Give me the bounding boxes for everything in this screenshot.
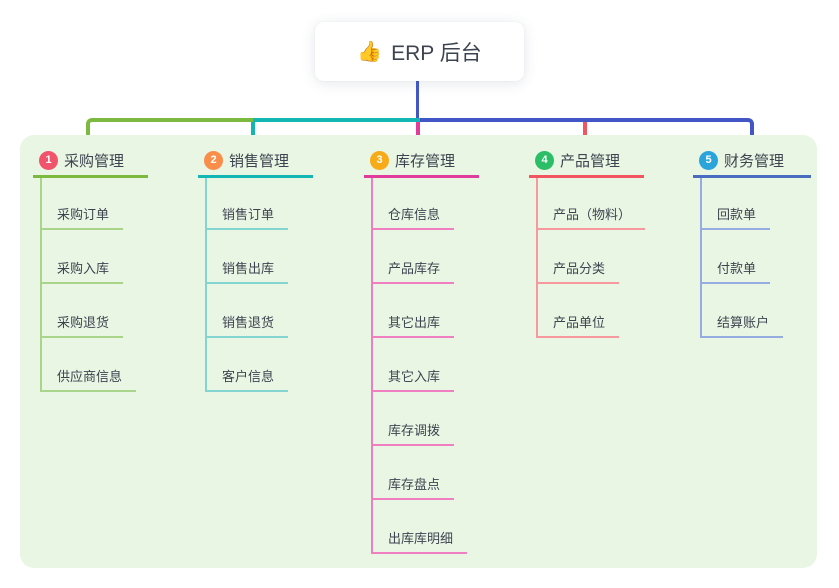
branch-label: 采购管理 [64, 152, 125, 170]
mindmap-item[interactable]: 销售订单 [205, 198, 289, 230]
branch-label: 库存管理 [395, 152, 456, 170]
branch-purchase-management: 1 采购管理 采购订单 采购入库 采购退货 供应商信息 [33, 145, 148, 392]
thumbs-up-icon: 👍 [357, 41, 383, 63]
branch-number-badge: 4 [535, 150, 554, 170]
branch-node-purchase[interactable]: 1 采购管理 [33, 145, 148, 178]
branch-node-sales[interactable]: 2 销售管理 [198, 145, 313, 178]
branch-connector-line [700, 178, 702, 338]
mindmap-item[interactable]: 产品单位 [536, 306, 620, 338]
mindmap-item[interactable]: 其它入库 [371, 360, 455, 392]
mindmap-item[interactable]: 产品分类 [536, 252, 620, 284]
branch-label: 产品管理 [560, 152, 621, 170]
mindmap-item[interactable]: 回款单 [700, 198, 771, 230]
branch-number-badge: 1 [39, 150, 58, 170]
mindmap-item[interactable]: 产品（物料） [536, 198, 646, 230]
branch-finance-management: 5 财务管理 回款单 付款单 结算账户 [693, 145, 811, 338]
branch-product-management: 4 产品管理 产品（物料） 产品分类 产品单位 [529, 145, 646, 338]
mindmap-item[interactable]: 出库库明细 [371, 522, 468, 554]
branch-label: 财务管理 [724, 152, 785, 170]
mindmap-item[interactable]: 付款单 [700, 252, 771, 284]
branch-connector-line [205, 178, 207, 392]
mindmap-item[interactable]: 仓库信息 [371, 198, 455, 230]
mindmap-item[interactable]: 采购订单 [40, 198, 124, 230]
connector-bus-green [86, 118, 253, 148]
connector-drop-sales [251, 122, 255, 146]
mindmap-item[interactable]: 其它出库 [371, 306, 455, 338]
branches-panel [20, 135, 817, 568]
connector-drop-inventory [416, 122, 420, 146]
branch-node-inventory[interactable]: 3 库存管理 [364, 145, 479, 178]
mindmap-item[interactable]: 库存盘点 [371, 468, 455, 500]
mindmap-item[interactable]: 采购退货 [40, 306, 124, 338]
branch-number-badge: 5 [699, 150, 718, 170]
connector-root-vertical [416, 81, 419, 118]
branch-label: 销售管理 [229, 152, 290, 170]
connector-bus-teal [253, 118, 420, 122]
branch-number-badge: 3 [370, 150, 389, 170]
mindmap-item[interactable]: 采购入库 [40, 252, 124, 284]
branch-connector-line [536, 178, 538, 338]
branch-number-badge: 2 [204, 150, 223, 170]
mindmap-item[interactable]: 结算账户 [700, 306, 784, 338]
mindmap-item[interactable]: 产品库存 [371, 252, 455, 284]
branch-connector-line [371, 178, 373, 554]
root-node[interactable]: 👍 ERP 后台 [315, 22, 524, 81]
branch-inventory-management: 3 库存管理 仓库信息 产品库存 其它出库 其它入库 库存调拨 库存盘点 出库库… [364, 145, 479, 554]
mindmap-item[interactable]: 库存调拨 [371, 414, 455, 446]
mindmap-item[interactable]: 销售出库 [205, 252, 289, 284]
root-node-label: ERP 后台 [391, 41, 482, 65]
mindmap-item[interactable]: 供应商信息 [40, 360, 137, 392]
branch-node-product[interactable]: 4 产品管理 [529, 145, 644, 178]
connector-bus-blue [420, 118, 754, 148]
branch-node-finance[interactable]: 5 财务管理 [693, 145, 811, 178]
branch-sales-management: 2 销售管理 销售订单 销售出库 销售退货 客户信息 [198, 145, 313, 392]
mindmap-item[interactable]: 客户信息 [205, 360, 289, 392]
connector-drop-product [583, 122, 587, 146]
branch-connector-line [40, 178, 42, 392]
mindmap-item[interactable]: 销售退货 [205, 306, 289, 338]
